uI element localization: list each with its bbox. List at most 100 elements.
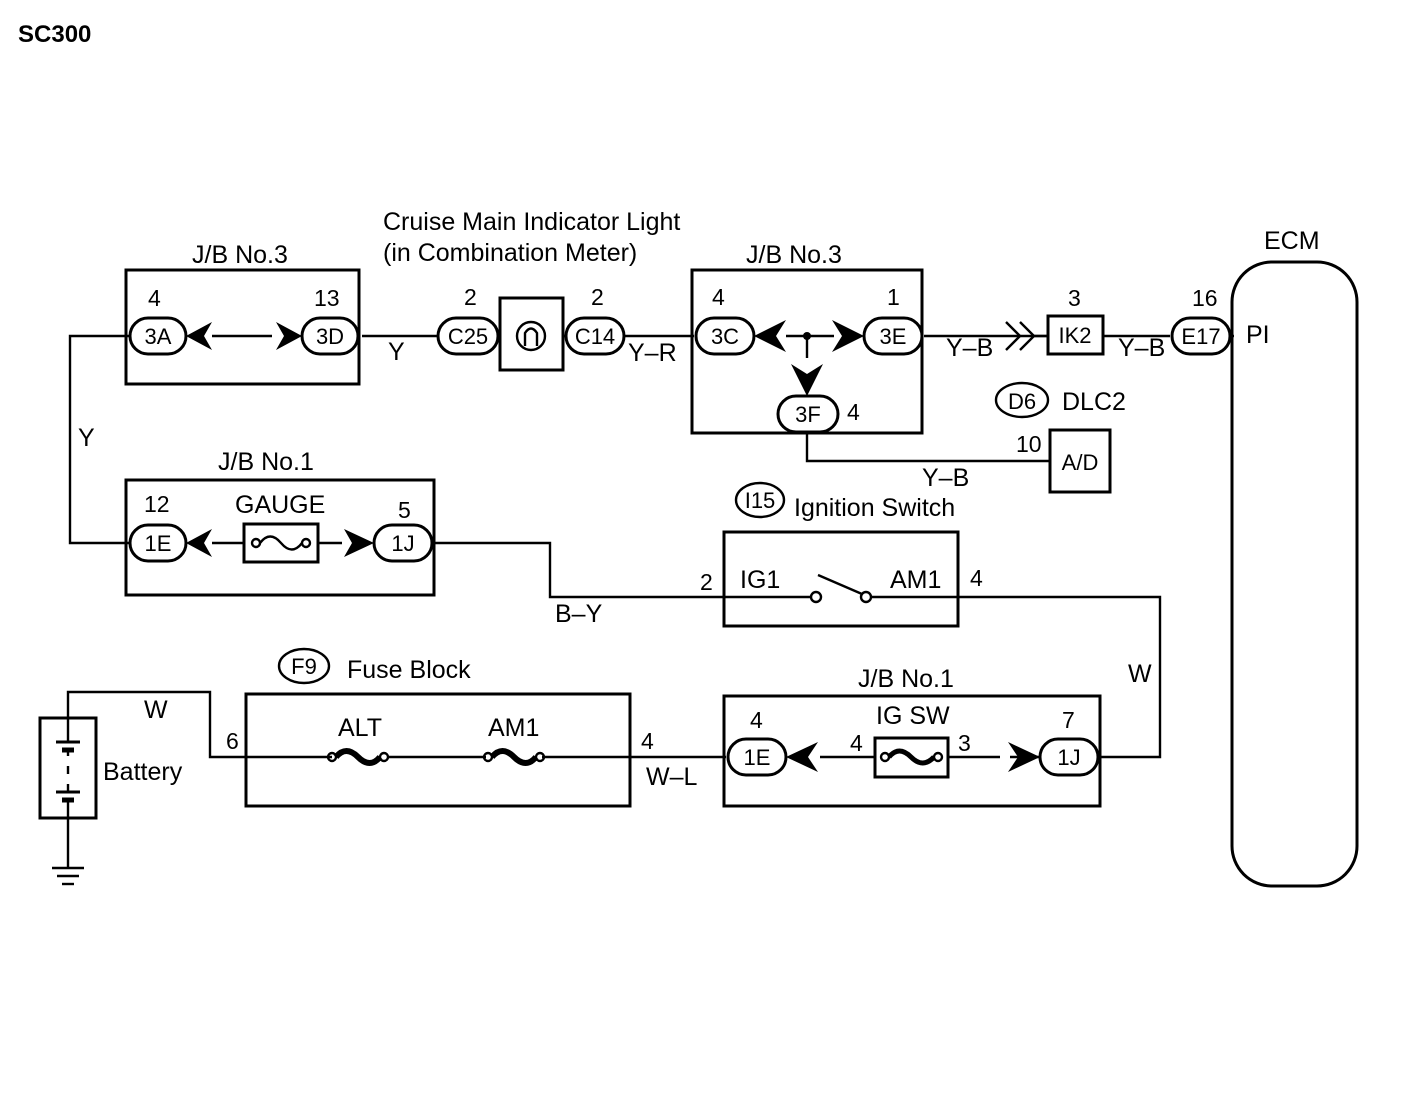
battery: Battery [38,716,183,886]
connector-c14: C14 [575,324,615,349]
wire-label-b-y: B–Y [555,600,603,628]
pin-am1: 4 [970,565,983,591]
ignition-switch: I15 Ignition Switch IG1 AM1 2 4 [700,481,983,628]
pin-3a: 4 [148,285,161,311]
pin-fuse-in-lower: 4 [850,730,863,756]
fuse-am1-label: AM1 [488,714,539,742]
pin-fuse-in: 6 [226,728,239,754]
wire-label-y-r: Y–R [628,339,677,367]
arrow-left-icon [754,320,786,352]
connector-ik2: IK2 [1058,323,1091,348]
ecm-terminal-pi: PI [1246,321,1270,349]
wire-y-b-dlc [805,432,1050,463]
ecm-label: ECM [1264,227,1320,255]
jb1-upper-label: J/B No.1 [218,448,314,476]
pin-fuse-out: 4 [641,728,654,754]
ignition-ig1: IG1 [740,566,780,594]
cruise-light-label-1: Cruise Main Indicator Light [383,208,680,236]
pin-fuse-out-lower: 3 [958,730,971,756]
wire-b-y [434,541,726,599]
wire-label-y-b-top2: Y–B [1118,334,1165,362]
pin-c14: 2 [591,284,604,310]
pin-3c: 4 [712,284,725,310]
pin-3e: 1 [887,284,900,310]
ignition-am1: AM1 [890,566,941,594]
fuse-block-label: Fuse Block [347,656,471,684]
bulb-icon [515,320,547,352]
page-title: SC300 [18,21,91,48]
connector-3e: 3E [880,324,907,349]
ik2-connector: IK2 3 [1005,285,1105,356]
wire-labels: Y Y Y–R Y–B Y–B Y–B B–Y W W W–L [78,334,1165,791]
jb3-right-label: J/B No.3 [746,241,842,269]
jb3-left-label: J/B No.3 [192,241,288,269]
wires [66,332,1234,868]
fuse-block: F9 Fuse Block ALT AM1 6 4 [226,647,654,808]
arrow-right-icon [276,322,302,350]
battery-label: Battery [103,758,183,786]
chevron-right-icon [1005,321,1022,351]
jb1-lower-label: J/B No.1 [858,665,954,693]
e17-connector: 16 E17 [1170,285,1232,356]
dlc2-label: DLC2 [1062,388,1126,416]
ignition-code: I15 [745,488,776,513]
fuse-icon [250,537,262,549]
connector-3d: 3D [316,324,344,349]
switch-icon [809,590,823,604]
arrow-down-icon [791,364,823,396]
arrow-right-icon [1008,742,1040,772]
wire-label-w-l: W–L [646,763,698,791]
dlc2-code: D6 [1008,389,1036,414]
pin-ig1: 2 [700,569,713,595]
connector-3f: 3F [795,402,821,427]
wire-w-battery [66,690,246,759]
arrow-right-icon [344,529,374,557]
wire-w-right [958,595,1162,759]
cruise-light-label-2: (in Combination Meter) [383,239,637,267]
pin-e17: 16 [1192,285,1218,311]
pin-3d: 13 [314,285,340,311]
fuse-icon [879,751,891,763]
connector-e17: E17 [1181,324,1220,349]
pin-1e-lower: 4 [750,707,763,733]
arrow-left-icon [786,742,818,772]
fuse-ig-sw-label: IG SW [876,702,950,730]
wire-label-y-mid: Y [388,338,405,366]
wire-label-y-b-top1: Y–B [946,334,993,362]
fuse-alt-label: ALT [338,714,382,742]
wire-y-left [68,334,130,545]
wire-label-w-battery: W [144,696,168,724]
pin-1e-upper: 12 [144,491,170,517]
arrow-left-icon [186,322,212,350]
pin-c25: 2 [464,284,477,310]
pin-dlc2: 10 [1016,431,1042,457]
fuse-gauge-label: GAUGE [235,491,325,519]
wire-label-y-b-dlc: Y–B [922,464,969,492]
connector-1j-lower: 1J [1057,745,1080,770]
cruise-main-indicator-light: Cruise Main Indicator Light (in Combinat… [383,208,680,372]
connector-3a: 3A [145,324,172,349]
connector-1j-upper: 1J [391,531,414,556]
pin-ik2: 3 [1068,285,1081,311]
ecm: ECM PI [1230,227,1359,888]
connector-c25: C25 [448,324,488,349]
connector-1e-lower: 1E [744,745,771,770]
wire-label-w-right: W [1128,660,1152,688]
connector-3c: 3C [711,324,739,349]
arrow-right-icon [832,320,864,352]
pin-1j-upper: 5 [398,497,411,523]
pin-3f: 4 [847,399,860,425]
fuse-block-code: F9 [291,654,317,679]
jb3-left: J/B No.3 4 13 3A 3D [124,241,361,386]
arrow-left-icon [186,529,212,557]
connector-1e-upper: 1E [145,531,172,556]
ignition-label: Ignition Switch [794,494,955,522]
dlc2: D6 DLC2 A/D 10 [994,381,1126,494]
jb1-lower: J/B No.1 IG SW 4 7 4 3 1E 1J [722,665,1102,808]
pin-1j-lower: 7 [1062,707,1075,733]
dlc2-terminal: A/D [1062,450,1099,475]
jb1-upper: J/B No.1 12 5 GAUGE 1E 1J [124,448,436,597]
jb3-right: J/B No.3 4 1 3C 3E 3F 4 [690,241,924,435]
wire-label-y-left: Y [78,424,95,452]
